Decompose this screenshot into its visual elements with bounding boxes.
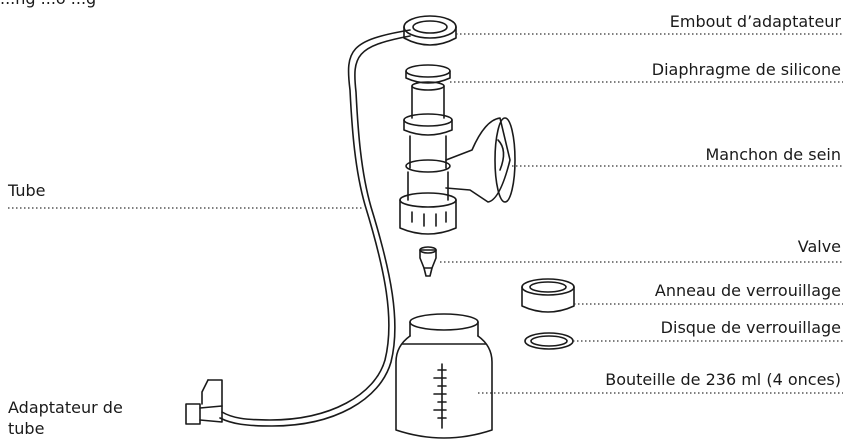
label-tube-adapter-line2: tube — [8, 419, 44, 438]
label-adapter-cap: Embout d’adaptateur — [670, 12, 841, 31]
tube-adapter-drawing — [186, 380, 222, 424]
header-cut-text: ...ng ...o ...g — [0, 0, 96, 8]
tube-drawing — [222, 30, 410, 420]
label-valve: Valve — [798, 237, 841, 256]
breast-shield-drawing — [446, 118, 515, 202]
connector-body-drawing — [400, 82, 456, 234]
locking-ring-drawing — [522, 279, 574, 312]
adapter-cap-drawing — [404, 16, 456, 45]
label-locking-ring: Anneau de verrouillage — [655, 281, 841, 300]
bottle-drawing — [396, 314, 492, 438]
label-bottle: Bouteille de 236 ml (4 onces) — [605, 370, 841, 389]
locking-disc-drawing — [525, 333, 573, 349]
label-silicone-diaphragm: Diaphragme de silicone — [652, 60, 841, 79]
silicone-diaphragm-drawing — [406, 65, 450, 83]
valve-drawing — [420, 247, 436, 276]
label-tube: Tube — [8, 181, 45, 200]
label-tube-adapter-line1: Adaptateur de — [8, 398, 123, 417]
label-locking-disc: Disque de verrouillage — [661, 318, 841, 337]
label-breast-shield: Manchon de sein — [705, 145, 841, 164]
